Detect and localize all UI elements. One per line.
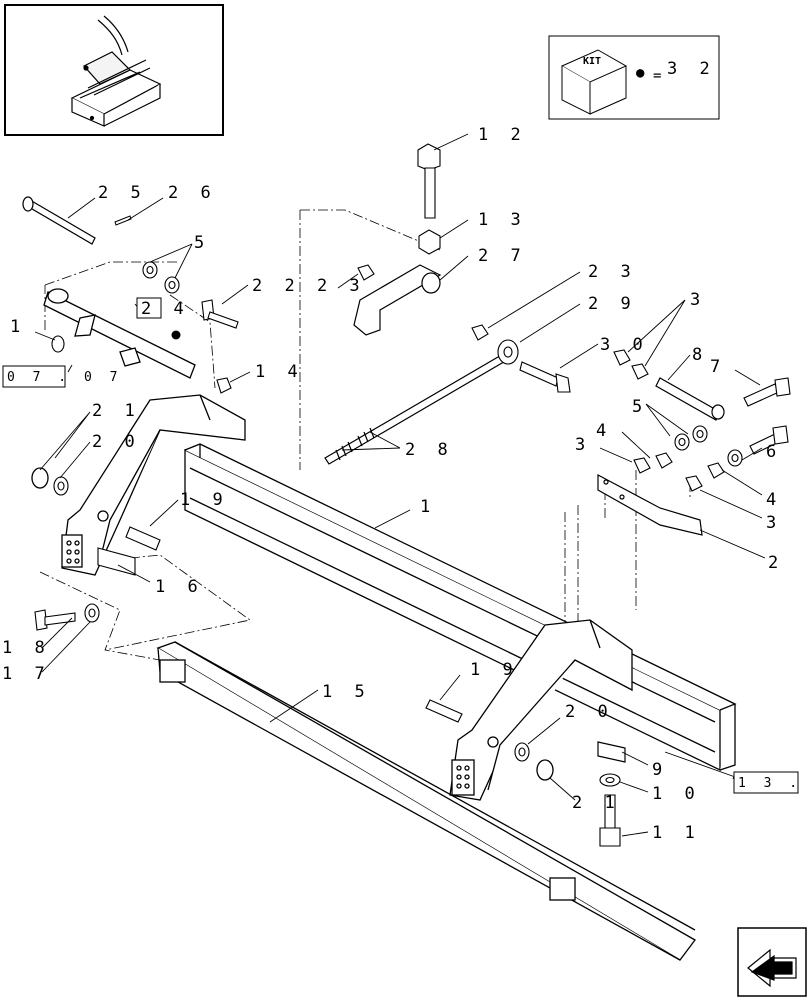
pin-1-left[interactable] xyxy=(51,335,65,353)
callout-13: 1 3 xyxy=(478,210,527,230)
nut-13[interactable] xyxy=(418,229,441,255)
pin-25[interactable] xyxy=(22,196,96,245)
pivot-tube[interactable] xyxy=(43,288,196,379)
callout-28: 2 8 xyxy=(405,440,454,460)
callout-3-right: 3 xyxy=(575,435,591,455)
callout-11: 1 1 xyxy=(652,823,701,843)
nut-14[interactable] xyxy=(216,377,232,394)
callout-3-lower: 3 xyxy=(766,513,782,533)
right-frame-bracket[interactable] xyxy=(449,619,633,801)
callout-17: 1 7 xyxy=(2,664,51,684)
callout-7: 7 xyxy=(710,357,726,377)
washers-5-right[interactable] xyxy=(674,425,743,467)
kit-marker-dot xyxy=(171,330,181,340)
callout-12: 1 2 xyxy=(478,125,527,145)
bolt-2223[interactable] xyxy=(201,299,239,329)
bolt-18[interactable] xyxy=(34,609,76,631)
kit-symbol: ● xyxy=(636,65,645,81)
callout-9: 9 xyxy=(652,760,668,780)
callout-1-left: 1 xyxy=(10,317,26,337)
callout-21-right: 2 1 xyxy=(572,793,621,813)
spacer-29[interactable] xyxy=(497,339,519,365)
callout-26: 2 6 xyxy=(168,183,217,203)
callout-4-lower: 4 xyxy=(766,490,782,510)
cotter-pin-26[interactable] xyxy=(114,215,132,226)
thumbnail-frame[interactable] xyxy=(4,4,224,136)
callout-5-left: 5 xyxy=(194,233,210,253)
callout-21-left: 2 1 xyxy=(92,401,141,421)
back-arrow-icon xyxy=(747,948,797,988)
washer-20-right[interactable] xyxy=(514,742,530,762)
kit-label: KIT xyxy=(583,56,601,67)
callout-24: 2 4 xyxy=(141,299,190,319)
nuts-3-top[interactable] xyxy=(613,349,649,380)
leader-lines xyxy=(12,133,766,837)
nut-23[interactable] xyxy=(471,324,489,341)
callout-25: 2 5 xyxy=(98,183,147,203)
kit-cube-icon xyxy=(560,49,628,115)
kit-legend: KIT ● = 3 2 xyxy=(548,35,720,120)
callout-labels: 2 5 2 6 5 2 2 2 3 2 4 1 1 4 1 2 1 3 2 7 … xyxy=(2,125,784,843)
callout-29: 2 9 xyxy=(588,294,637,314)
callout-30: 3 0 xyxy=(600,335,649,355)
callout-14: 1 4 xyxy=(255,362,304,382)
kit-number: 3 2 xyxy=(667,59,716,79)
callout-8: 8 xyxy=(692,345,708,365)
plate-9[interactable] xyxy=(597,741,626,763)
callout-18: 1 8 xyxy=(2,638,51,658)
circlip-21-left[interactable] xyxy=(31,467,49,489)
callout-2: 2 xyxy=(768,553,784,573)
callout-10: 1 0 xyxy=(652,784,701,804)
thumbnail-implement-icon xyxy=(70,15,162,127)
callout-3-top: 3 xyxy=(690,290,706,310)
washer-17[interactable] xyxy=(84,603,100,623)
nut-4[interactable] xyxy=(655,452,725,479)
callout-6: 6 xyxy=(766,442,782,462)
bolt-11[interactable] xyxy=(599,794,621,847)
callout-2223: 2 2 2 3 xyxy=(252,276,366,296)
left-frame-bracket[interactable] xyxy=(61,394,246,576)
reference-label-left: 0 7 . 0 7 xyxy=(7,370,122,385)
callout-20-left: 2 0 xyxy=(92,432,141,452)
reference-box-left[interactable]: 0 7 . 0 7 xyxy=(2,365,122,388)
reference-label-right: 1 3 . 1 9 xyxy=(738,776,812,791)
pin-19-left[interactable] xyxy=(125,526,161,551)
plate-bracket[interactable] xyxy=(597,474,703,536)
link-8[interactable] xyxy=(655,377,725,421)
bolt-12[interactable] xyxy=(417,143,441,219)
circlip-21-right[interactable] xyxy=(536,759,554,781)
clamp-27[interactable] xyxy=(353,264,442,336)
callout-19-left: 1 9 xyxy=(180,490,229,510)
callout-5-right: 5 xyxy=(632,397,648,417)
boxed-callout-24-frame xyxy=(136,297,162,319)
nut-3-right[interactable] xyxy=(633,457,703,492)
lower-beam[interactable] xyxy=(156,641,696,961)
callout-1-main: 1 xyxy=(420,497,436,517)
callout-15: 1 5 xyxy=(322,682,371,702)
washers-5-left[interactable] xyxy=(142,261,180,294)
bolt-30[interactable] xyxy=(519,361,571,393)
callout-4-right: 4 xyxy=(596,421,612,441)
callout-16: 1 6 xyxy=(155,577,204,597)
bolt-7[interactable] xyxy=(743,377,791,407)
callout-19-right: 1 9 xyxy=(470,660,519,680)
bolt-6[interactable] xyxy=(749,425,789,455)
washer-20-left[interactable] xyxy=(53,476,69,496)
callout-20-right: 2 0 xyxy=(565,702,614,722)
nut-left-2223[interactable] xyxy=(357,264,375,281)
assembly-lines xyxy=(39,209,691,661)
bracket-16[interactable] xyxy=(97,547,136,576)
reference-box-right[interactable]: 1 3 . 1 9 xyxy=(733,771,812,794)
kit-equals: = xyxy=(653,68,661,84)
navigation-arrow-button[interactable] xyxy=(737,927,807,997)
callout-27: 2 7 xyxy=(478,246,527,266)
callout-23: 2 3 xyxy=(588,262,637,282)
pin-19-right[interactable] xyxy=(425,699,463,723)
washer-10[interactable] xyxy=(599,773,621,787)
